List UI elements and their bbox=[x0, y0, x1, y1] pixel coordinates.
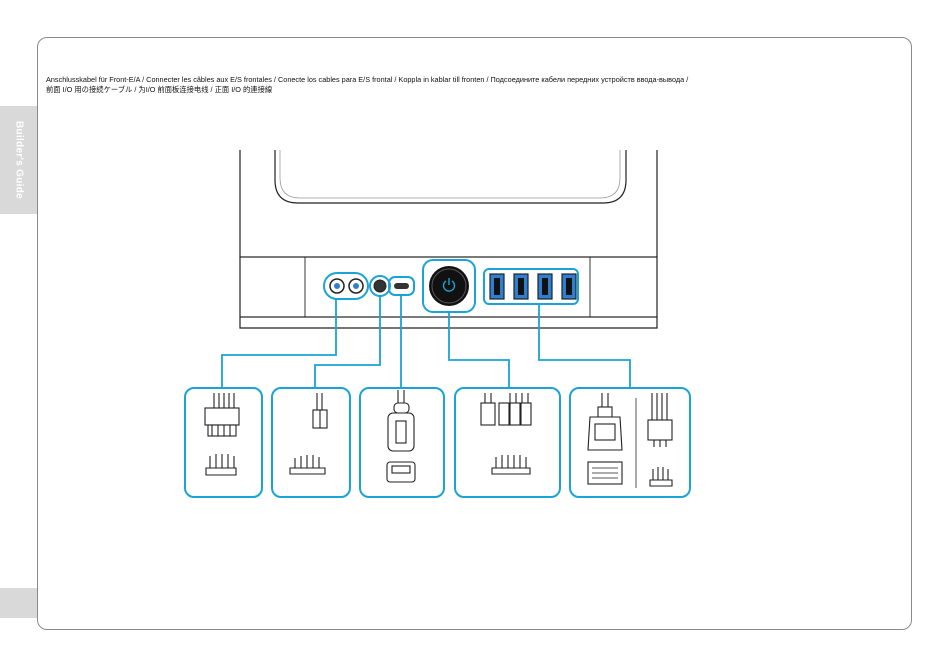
power-button[interactable] bbox=[429, 266, 469, 306]
power-header-base bbox=[492, 468, 530, 474]
power-plug-1 bbox=[481, 403, 495, 425]
power-plug-4 bbox=[521, 403, 531, 425]
usb-c-port-group bbox=[389, 277, 414, 295]
reset-button[interactable] bbox=[374, 280, 386, 292]
leader-reset bbox=[315, 296, 380, 388]
audio-plug bbox=[205, 408, 239, 425]
usb-c-port[interactable] bbox=[394, 283, 409, 289]
usb-a-port[interactable] bbox=[514, 274, 528, 299]
usb-a-port[interactable] bbox=[490, 274, 504, 299]
box-reset bbox=[272, 388, 350, 497]
usb-a-port[interactable] bbox=[538, 274, 552, 299]
usb-2-header-base bbox=[650, 480, 672, 486]
power-button-group bbox=[423, 260, 475, 312]
power-plug-3 bbox=[510, 403, 520, 425]
usb-2-plug bbox=[648, 420, 672, 440]
leader-audio bbox=[222, 299, 336, 388]
usb-a-port-group bbox=[484, 269, 578, 304]
leader-power bbox=[449, 312, 509, 388]
audio-jack-pair bbox=[324, 273, 368, 299]
glass-panel-inner bbox=[280, 150, 620, 198]
power-plug-2 bbox=[499, 403, 509, 425]
usb-a-port[interactable] bbox=[562, 274, 576, 299]
glass-panel-outline bbox=[275, 150, 626, 203]
reset-button-group bbox=[370, 276, 390, 296]
audio-header-base bbox=[206, 468, 236, 475]
reset-header-base bbox=[290, 468, 325, 474]
